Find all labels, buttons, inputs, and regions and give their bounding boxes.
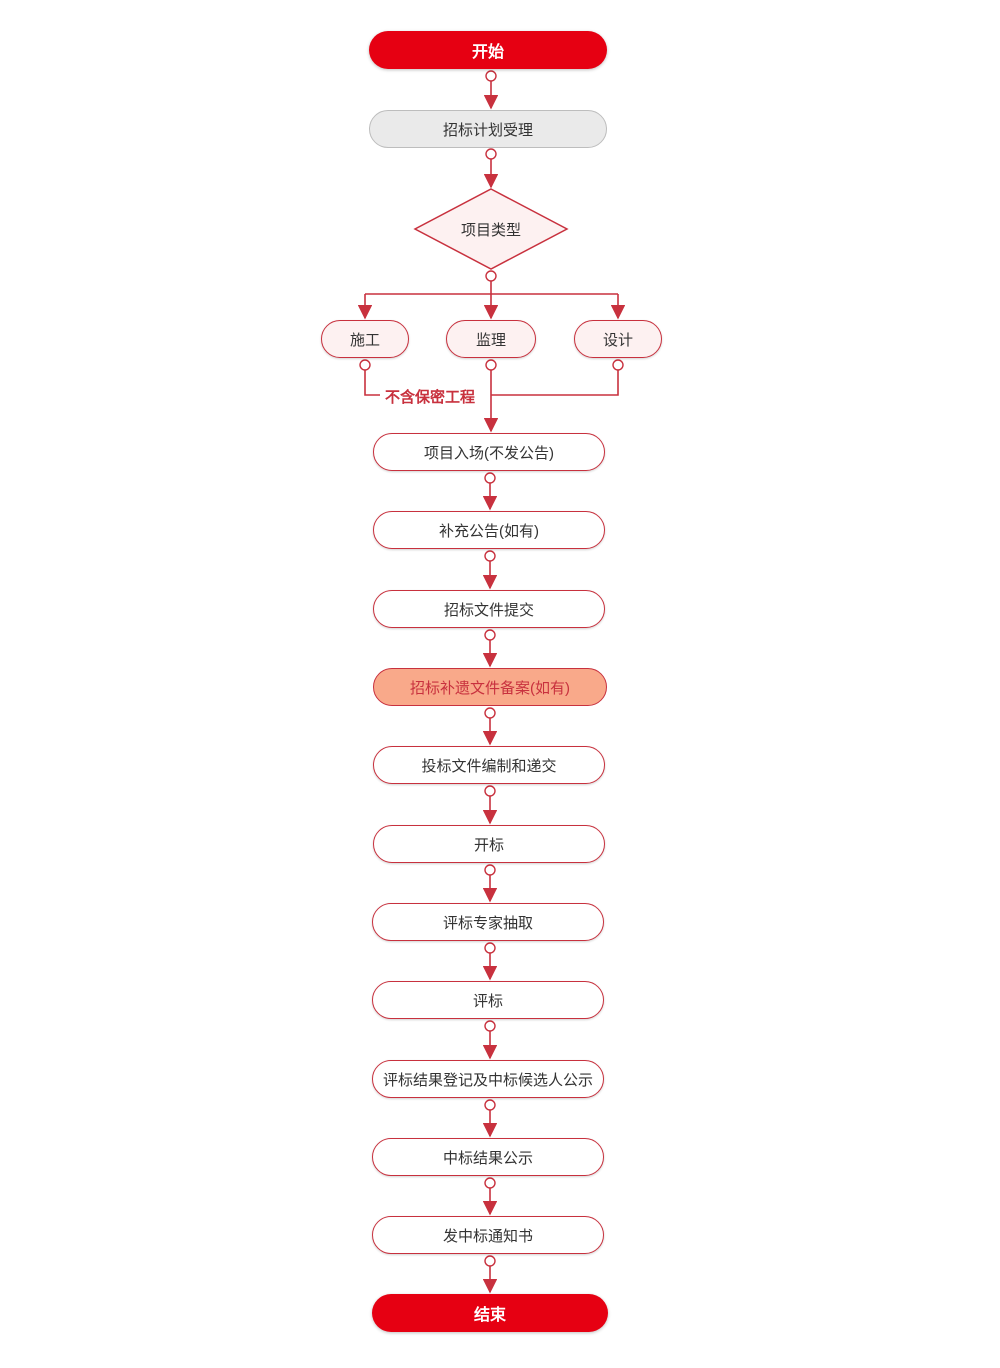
connector-dot — [485, 70, 497, 82]
branch-design: 设计 — [574, 320, 662, 358]
plan-acceptance-node: 招标计划受理 — [369, 110, 607, 148]
branch-supervision: 监理 — [446, 320, 536, 358]
decision-label: 项目类型 — [460, 221, 521, 239]
connector-dot — [612, 359, 624, 371]
connector-dot — [484, 1020, 496, 1032]
step-addendum-filing: 招标补遗文件备案(如有) — [373, 668, 607, 706]
connector-dot — [484, 1177, 496, 1189]
step-award-publicity: 中标结果公示 — [372, 1138, 604, 1176]
connector-dot — [484, 707, 496, 719]
step-evaluation: 评标 — [372, 981, 604, 1019]
connector-dot — [485, 148, 497, 160]
start-node: 开始 — [369, 31, 607, 69]
connector-dot — [484, 1255, 496, 1267]
connector-line — [364, 370, 380, 396]
connector-dot — [484, 550, 496, 562]
step-supplementary-notice: 补充公告(如有) — [373, 511, 605, 549]
connector-dot — [359, 359, 371, 371]
connector-dot — [484, 785, 496, 797]
connector-dot — [484, 1099, 496, 1111]
step-award-notice: 发中标通知书 — [372, 1216, 604, 1254]
connector-dot — [484, 864, 496, 876]
step-bid-opening: 开标 — [373, 825, 605, 863]
connector-dot — [485, 270, 497, 282]
branch-condition-label: 不含保密工程 — [382, 386, 479, 407]
step-expert-selection: 评标专家抽取 — [372, 903, 604, 941]
connector-dot — [484, 472, 496, 484]
branch-construction: 施工 — [321, 320, 409, 358]
step-project-entry: 项目入场(不发公告) — [373, 433, 605, 471]
connector-line — [491, 370, 619, 396]
connector-dot — [485, 359, 497, 371]
step-bid-preparation: 投标文件编制和递交 — [373, 746, 605, 784]
decision-diamond — [413, 188, 569, 270]
step-result-registration: 评标结果登记及中标候选人公示 — [372, 1060, 604, 1098]
connector-dot — [484, 942, 496, 954]
connector-dot — [484, 629, 496, 641]
step-tender-document-submission: 招标文件提交 — [373, 590, 605, 628]
end-node: 结束 — [372, 1294, 608, 1332]
